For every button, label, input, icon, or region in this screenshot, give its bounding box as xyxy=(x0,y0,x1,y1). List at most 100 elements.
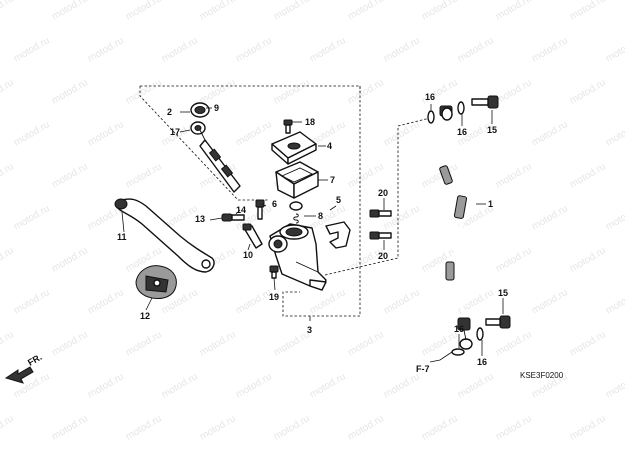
adjuster-bolt xyxy=(242,223,263,249)
watermark-text: motod.ru xyxy=(198,413,238,442)
watermark-text: motod.ru xyxy=(198,329,238,358)
watermark-text: motod.ru xyxy=(308,35,348,64)
callout-14: 14 xyxy=(236,205,246,215)
watermark-text: motod.ru xyxy=(568,77,608,106)
watermark-text: motod.ru xyxy=(234,35,274,64)
watermark-text: motod.ru xyxy=(382,371,422,400)
watermark-text: motod.ru xyxy=(50,245,90,274)
holder-bolt-upper xyxy=(369,209,392,218)
watermark-text: motod.ru xyxy=(530,119,570,148)
oil-bolt-upper xyxy=(471,95,499,109)
watermark-text: motod.ru xyxy=(494,161,534,190)
watermark-text: motod.ru xyxy=(12,119,52,148)
watermark-text: motod.ru xyxy=(86,35,126,64)
callout-2: 2 xyxy=(167,107,172,117)
watermark-text: motod.ru xyxy=(0,0,16,23)
brake-lever xyxy=(114,198,215,273)
brake-hose xyxy=(439,105,473,350)
diaphragm-plate xyxy=(275,161,319,199)
watermark-text: motod.ru xyxy=(50,329,90,358)
callout-16-upper-left: 16 xyxy=(425,92,435,102)
reservoir-cap xyxy=(271,131,317,165)
cap-screw xyxy=(283,119,293,134)
watermark-text: motod.ru xyxy=(124,77,164,106)
pivot-nut xyxy=(255,199,265,220)
watermark-text: motod.ru xyxy=(382,119,422,148)
callout-4: 4 xyxy=(327,141,332,151)
watermark-text: motod.ru xyxy=(568,161,608,190)
watermark-text: motod.ru xyxy=(494,0,534,23)
reference-label: F-7 xyxy=(416,364,430,374)
sealing-washer-lower-left xyxy=(451,348,465,356)
watermark-text: motod.ru xyxy=(124,329,164,358)
watermark-text: motod.ru xyxy=(308,287,348,316)
watermark-text: motod.ru xyxy=(530,287,570,316)
callout-20-upper: 20 xyxy=(378,188,388,198)
callout-13: 13 xyxy=(195,214,205,224)
watermark-text: motod.ru xyxy=(160,35,200,64)
watermark-text: motod.ru xyxy=(346,161,386,190)
watermark-text: motod.ru xyxy=(494,77,534,106)
holder-bolt-lower xyxy=(369,231,392,240)
watermark-text: motod.ru xyxy=(604,119,625,148)
watermark-text: motod.ru xyxy=(568,245,608,274)
watermark-text: motod.ru xyxy=(456,35,496,64)
callout-16-lower-left: 16 xyxy=(454,324,464,334)
watermark-text: motod.ru xyxy=(272,329,312,358)
watermark-text: motod.ru xyxy=(234,371,274,400)
callout-7: 7 xyxy=(330,175,335,185)
callout-16-lower-right: 16 xyxy=(477,357,487,367)
watermark-text: motod.ru xyxy=(50,0,90,23)
callout-5: 5 xyxy=(336,195,341,205)
watermark-text: motod.ru xyxy=(530,35,570,64)
watermark-text: motod.ru xyxy=(50,77,90,106)
watermark-text: motod.ru xyxy=(0,245,16,274)
callout-16-upper-right: 16 xyxy=(457,127,467,137)
piston-set xyxy=(190,102,241,193)
oil-bolt-lower xyxy=(485,315,511,329)
watermark-text: motod.ru xyxy=(530,203,570,232)
leader-lines xyxy=(121,104,504,363)
watermark-text: motod.ru xyxy=(604,203,625,232)
watermark-text: motod.ru xyxy=(346,413,386,442)
watermark-text: motod.ru xyxy=(346,77,386,106)
watermark-text: motod.ru xyxy=(568,0,608,23)
watermark-text: motod.ru xyxy=(272,77,312,106)
sealing-washer-upper-right xyxy=(457,101,465,115)
callout-17: 17 xyxy=(170,127,180,137)
callout-9: 9 xyxy=(214,103,219,113)
watermark-text: motod.ru xyxy=(160,371,200,400)
sealing-washer-upper-left xyxy=(427,110,435,124)
watermark-text: motod.ru xyxy=(494,329,534,358)
callout-10: 10 xyxy=(243,250,253,260)
watermark-text: motod.ru xyxy=(568,329,608,358)
watermark-text: motod.ru xyxy=(124,161,164,190)
watermark-text: motod.ru xyxy=(494,245,534,274)
watermark-text: motod.ru xyxy=(0,161,16,190)
watermark-text: motod.ru xyxy=(346,329,386,358)
watermark-text: motod.ru xyxy=(382,287,422,316)
watermark-text: motod.ru xyxy=(0,329,16,358)
direction-label: FR. xyxy=(26,352,44,368)
callout-6: 6 xyxy=(272,199,277,209)
watermark-text: motod.ru xyxy=(604,35,625,64)
watermark-text: motod.ru xyxy=(604,371,625,400)
callout-15-upper: 15 xyxy=(487,125,497,135)
switch-screw xyxy=(269,265,279,279)
watermark-text: motod.ru xyxy=(420,161,460,190)
lever-pivot-bolt xyxy=(221,213,245,222)
watermark-text: motod.ru xyxy=(86,371,126,400)
watermark-text: motod.ru xyxy=(12,35,52,64)
front-arrow-icon xyxy=(4,366,34,384)
watermark-text: motod.ru xyxy=(124,0,164,23)
watermark-text: motod.ru xyxy=(234,119,274,148)
watermark-text: motod.ru xyxy=(456,371,496,400)
watermark-text: motod.ru xyxy=(382,203,422,232)
watermark-text: motod.ru xyxy=(494,413,534,442)
watermark-text: motod.ru xyxy=(86,119,126,148)
float-and-spring xyxy=(289,201,303,224)
sealing-washer-lower-right xyxy=(476,327,484,341)
watermark-text: motod.ru xyxy=(420,0,460,23)
